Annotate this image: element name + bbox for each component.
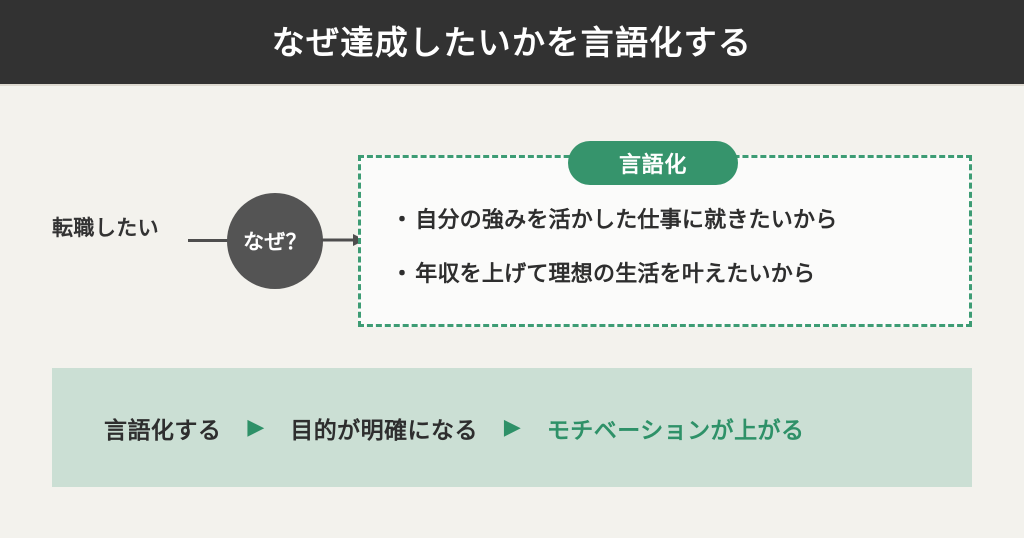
- connector-line: [188, 239, 234, 242]
- list-item: ・ 年収を上げて理想の生活を叶えたいから: [391, 256, 951, 288]
- list-item-text: 年収を上げて理想の生活を叶えたいから: [415, 261, 816, 286]
- verbalization-badge: 言語化: [568, 141, 738, 185]
- trigger-label: 転職したい: [52, 217, 160, 240]
- outcome-separator-icon: ▶: [503, 413, 521, 439]
- outcome-bar: 言語化する ▶ 目的が明確になる ▶ モチベーションが上がる: [52, 368, 972, 487]
- verbalization-box: ・ 自分の強みを活かした仕事に就きたいから ・ 年収を上げて理想の生活を叶えたい…: [358, 155, 972, 327]
- page-header: なぜ達成したいかを言語化する: [0, 0, 1024, 84]
- why-circle: なぜ？: [227, 193, 323, 289]
- outcome-step-3: モチベーションが上がる: [546, 416, 805, 443]
- outcome-steps: 言語化する ▶ 目的が明確になる ▶ モチベーションが上がる: [104, 411, 804, 445]
- list-item: ・ 自分の強みを活かした仕事に就きたいから: [391, 202, 951, 234]
- outcome-separator-icon: ▶: [247, 413, 265, 439]
- page-title: なぜ達成したいかを言語化する: [271, 23, 753, 61]
- bullet-marker-icon: ・: [391, 207, 414, 232]
- diagram-stage: 転職したい なぜ？ ・ 自分の強みを活かした仕事に就きたいから ・ 年収を上げて…: [0, 86, 1024, 538]
- outcome-step-2: 目的が明確になる: [290, 416, 478, 443]
- bullet-marker-icon: ・: [391, 261, 414, 286]
- header-underline: [0, 84, 1024, 86]
- why-circle-label: なぜ？: [243, 231, 307, 254]
- outcome-step-1: 言語化する: [104, 416, 222, 443]
- reason-list: ・ 自分の強みを活かした仕事に就きたいから ・ 年収を上げて理想の生活を叶えたい…: [391, 202, 951, 310]
- list-item-text: 自分の強みを活かした仕事に就きたいから: [415, 207, 838, 232]
- verbalization-badge-label: 言語化: [619, 152, 687, 177]
